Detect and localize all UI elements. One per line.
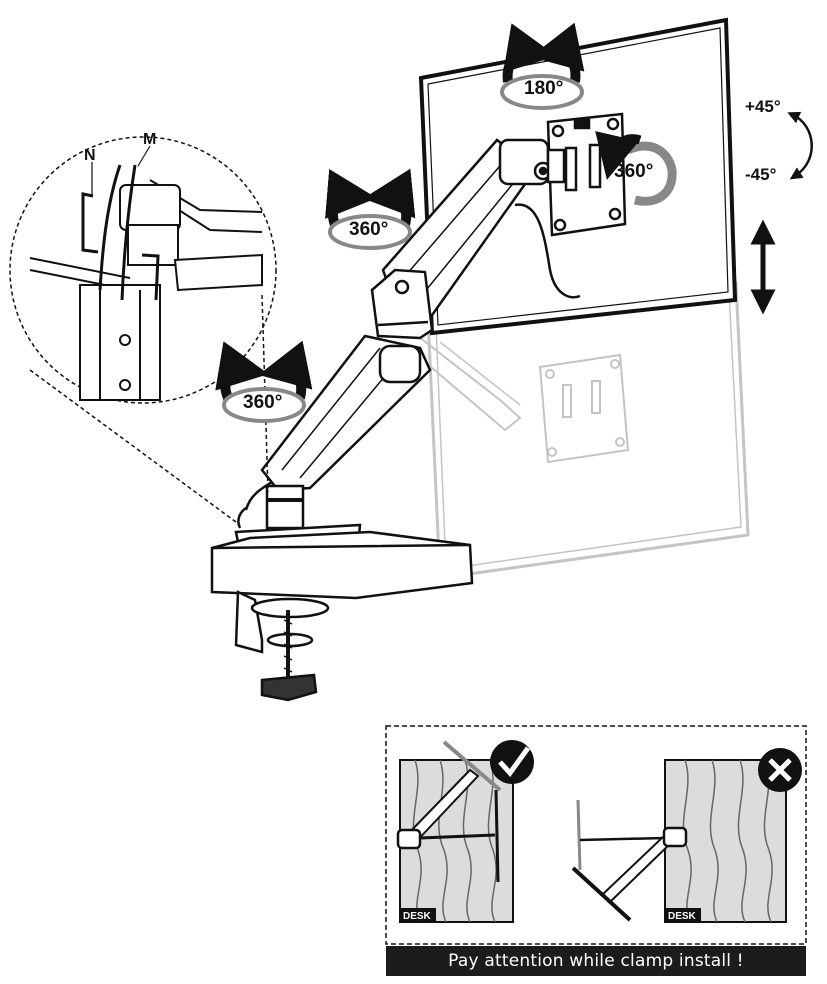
label-n: N [84,147,96,164]
desk-clamp [234,590,330,702]
label-m: M [143,131,156,148]
ghost-vesa-plate [538,353,630,464]
lower-arm [260,334,432,492]
rotation-badge-upper-360: 360° [325,168,416,250]
correct-example: DESK [396,740,534,923]
cable-lower [244,480,273,511]
clamp-caption: Pay attention while clamp install ! [386,946,806,976]
desk [210,530,474,600]
rotation-badge-180: 180° [500,22,585,110]
label-minus-45: -45° [745,165,777,184]
label-180: 180° [524,78,563,99]
label-vesa-360: 360° [614,161,653,182]
cable-upper [514,203,581,299]
check-icon [490,740,534,784]
incorrect-example: DESK [571,748,802,923]
tilt-indicator: +45° -45° [745,97,813,184]
label-upper-360: 360° [349,219,388,240]
rotation-badge-vesa-360: 360° [595,131,677,206]
zoom-inset: N M [9,131,277,526]
label-lower-360: 360° [243,392,282,413]
label-plus-45: +45° [745,97,781,116]
elbow-joint [370,268,434,340]
desk-label-incorrect: DESK [668,911,697,922]
desk-label-correct: DESK [403,911,432,922]
rotation-badge-lower-360: 360° [215,340,313,423]
clamp-install-panel: DESK DESK [385,725,807,945]
